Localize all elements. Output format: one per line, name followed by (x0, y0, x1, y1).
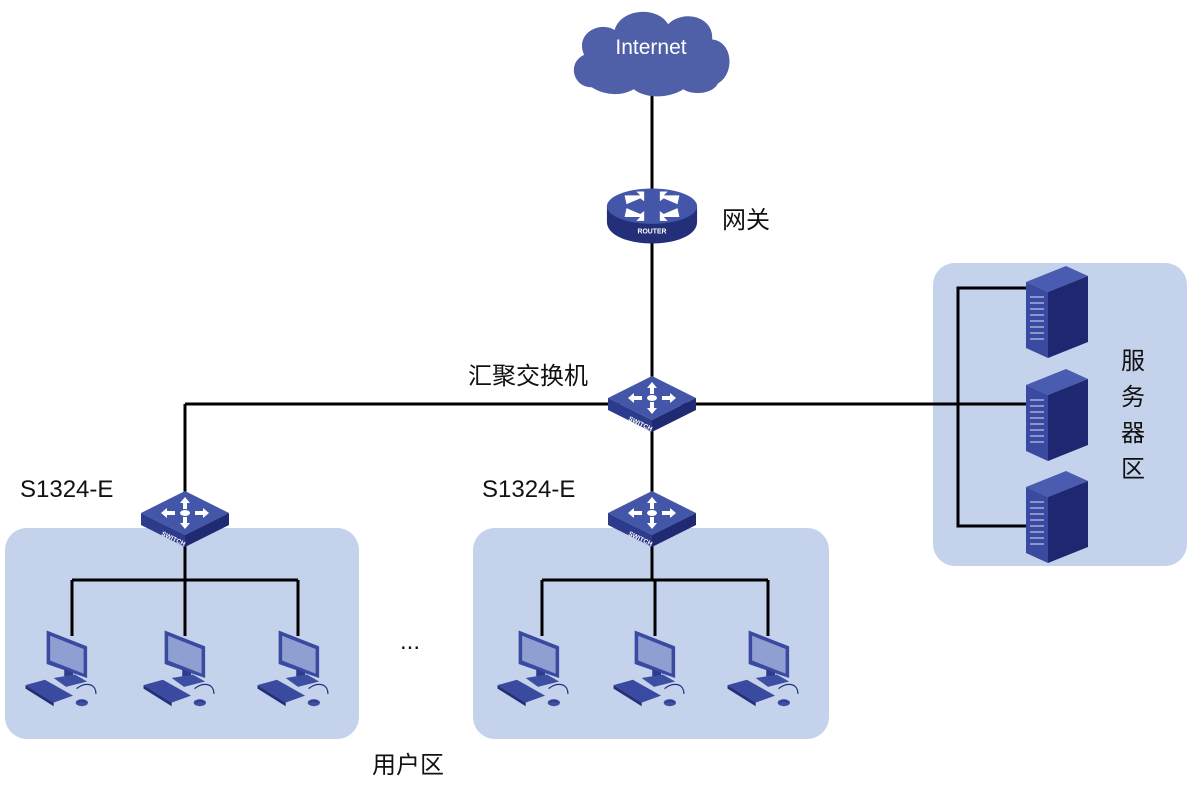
core-switch-label: 汇聚交换机 (468, 362, 588, 390)
gateway-label: 网关 (722, 206, 770, 234)
router-icon (606, 188, 698, 244)
link-server-bus (956, 286, 1030, 528)
user-zone-left-background (5, 528, 359, 739)
core-switch-icon (608, 376, 696, 434)
access-switch-mid-label: S1324-E (482, 476, 576, 503)
server-icon (1026, 266, 1088, 358)
access-switch-left-label: S1324-E (20, 476, 114, 503)
internet-label: Internet (615, 36, 687, 59)
server-icon (1026, 369, 1088, 461)
server-icon (1026, 471, 1088, 563)
user-zone-label: 用户区 (372, 751, 444, 779)
network-links (70, 92, 1030, 636)
user-zone-ellipsis: ... (400, 628, 421, 655)
server-zone-label: 服务器区 (1121, 347, 1145, 483)
